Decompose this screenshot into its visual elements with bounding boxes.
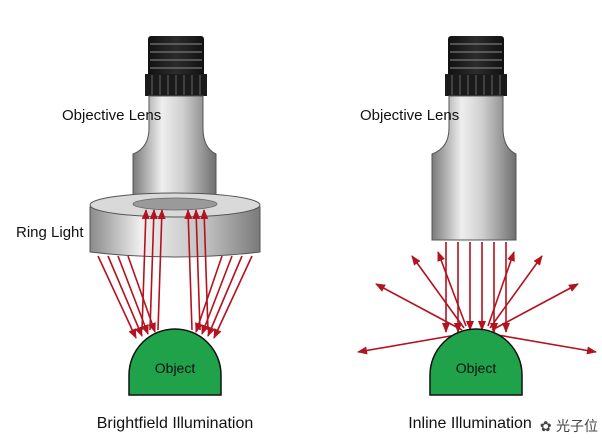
watermark: ✿ 光子位	[540, 416, 598, 436]
ring-light	[89, 192, 261, 258]
watermark-text: 光子位	[556, 419, 598, 435]
ray	[375, 283, 463, 331]
ray	[411, 255, 465, 329]
right-object-label: Object	[456, 360, 497, 376]
ray	[200, 209, 209, 331]
left-object-label: Object	[155, 360, 196, 376]
right-lens-cap	[445, 36, 507, 96]
ray	[192, 209, 201, 331]
ray	[489, 255, 543, 329]
ray	[487, 251, 515, 327]
ring-light-rays	[97, 209, 253, 339]
left-lens-label: Objective Lens	[62, 107, 161, 124]
ray	[107, 255, 143, 337]
right-lens-label: Objective Lens	[360, 107, 459, 124]
ray	[157, 209, 166, 331]
ray	[141, 209, 150, 331]
ray	[491, 283, 579, 331]
ray	[357, 333, 463, 355]
ray	[97, 255, 137, 339]
wechat-icon: ✿	[539, 419, 552, 435]
left-caption: Brightfield Illumination	[97, 415, 254, 432]
left-lens-cap	[145, 36, 207, 96]
brightfield-figure: Object Objective Lens Ring Light Brightf…	[16, 36, 261, 432]
right-caption: Inline Illumination	[408, 415, 532, 432]
right-object	[429, 328, 523, 396]
ray	[213, 255, 253, 339]
right-lens-body	[431, 95, 517, 241]
ray	[184, 209, 193, 331]
inline-figure: Object Objective Lens Inline Illuminatio…	[357, 36, 597, 432]
ring-light-label: Ring Light	[16, 224, 84, 241]
ray	[491, 333, 597, 355]
inline-rays	[357, 242, 597, 355]
ray	[437, 251, 467, 327]
ray	[149, 209, 158, 331]
ray	[207, 255, 243, 337]
left-object	[128, 328, 222, 396]
